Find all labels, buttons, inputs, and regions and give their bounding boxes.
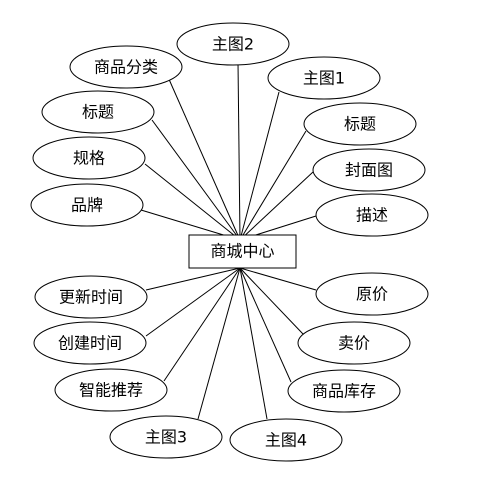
attribute-ellipse	[315, 193, 429, 237]
attribute-product-stock: 商品库存	[287, 369, 401, 413]
connector-original-price	[239, 267, 317, 291]
attribute-ellipse	[267, 56, 381, 100]
attribute-description: 描述	[315, 193, 429, 237]
connector-main-image-1	[239, 91, 280, 241]
attribute-label: 描述	[356, 206, 388, 225]
attribute-sale-price: 卖价	[297, 321, 411, 365]
attribute-label: 创建时间	[58, 334, 122, 353]
attribute-smart-recommend: 智能推荐	[54, 368, 168, 412]
attribute-main-image-2: 主图2	[176, 22, 290, 66]
connectors	[140, 61, 317, 420]
connector-main-image-3	[197, 267, 241, 420]
attribute-ellipse	[229, 418, 343, 462]
attribute-title-right: 标题	[303, 102, 417, 146]
attribute-label: 主图4	[265, 431, 307, 450]
connector-update-time	[145, 267, 241, 291]
entity-box	[188, 234, 297, 269]
attribute-label: 主图2	[212, 35, 254, 54]
connector-main-image-2	[237, 61, 241, 241]
attributes: 主图2商品分类主图1标题标题规格封面图品牌描述原价更新时间卖价创建时间智能推荐商…	[30, 22, 429, 462]
attribute-ellipse	[30, 183, 144, 227]
attribute-ellipse	[109, 415, 223, 459]
attribute-main-image-3: 主图3	[109, 415, 223, 459]
connector-sale-price	[239, 267, 304, 335]
connector-main-image-4	[239, 267, 268, 420]
attribute-ellipse	[287, 369, 401, 413]
attribute-ellipse	[312, 148, 426, 192]
attribute-ellipse	[33, 321, 147, 365]
attribute-label: 商品库存	[312, 382, 376, 401]
attribute-ellipse	[297, 321, 411, 365]
connector-title-right	[239, 130, 307, 241]
attribute-label: 更新时间	[59, 288, 123, 307]
attribute-ellipse	[176, 22, 290, 66]
connector-smart-recommend	[163, 267, 241, 382]
attribute-ellipse	[41, 90, 155, 134]
attribute-label: 标题	[82, 103, 114, 122]
attribute-main-image-4: 主图4	[229, 418, 343, 462]
attribute-cover-image: 封面图	[312, 148, 426, 192]
attribute-label: 智能推荐	[79, 381, 143, 400]
attribute-ellipse	[54, 368, 168, 412]
attribute-label: 标题	[344, 115, 376, 134]
attribute-original-price: 原价	[315, 272, 429, 316]
attribute-label: 主图1	[303, 69, 345, 88]
attribute-label: 品牌	[71, 196, 103, 215]
entity-label: 商城中心	[210, 242, 274, 261]
attribute-label: 规格	[73, 149, 105, 168]
attribute-title-left: 标题	[41, 90, 155, 134]
entity: 商城中心	[188, 234, 297, 269]
attribute-ellipse	[34, 275, 148, 319]
connector-specification	[144, 163, 241, 241]
attribute-label: 商品分类	[94, 58, 158, 77]
attribute-product-category: 商品分类	[69, 45, 183, 89]
attribute-label: 原价	[356, 285, 388, 304]
connector-create-time	[145, 267, 241, 337]
attribute-create-time: 创建时间	[33, 321, 147, 365]
attribute-label: 主图3	[145, 428, 187, 447]
connector-title-left	[151, 119, 241, 241]
connector-product-stock	[239, 267, 292, 383]
attribute-label: 封面图	[345, 161, 393, 180]
connector-cover-image	[239, 171, 314, 241]
attribute-specification: 规格	[32, 136, 146, 180]
attribute-ellipse	[32, 136, 146, 180]
attribute-ellipse	[315, 272, 429, 316]
attribute-update-time: 更新时间	[34, 275, 148, 319]
attribute-main-image-1: 主图1	[267, 56, 381, 100]
attribute-ellipse	[69, 45, 183, 89]
attribute-brand: 品牌	[30, 183, 144, 227]
connector-product-category	[167, 76, 241, 241]
attribute-label: 卖价	[338, 334, 370, 353]
attribute-ellipse	[303, 102, 417, 146]
